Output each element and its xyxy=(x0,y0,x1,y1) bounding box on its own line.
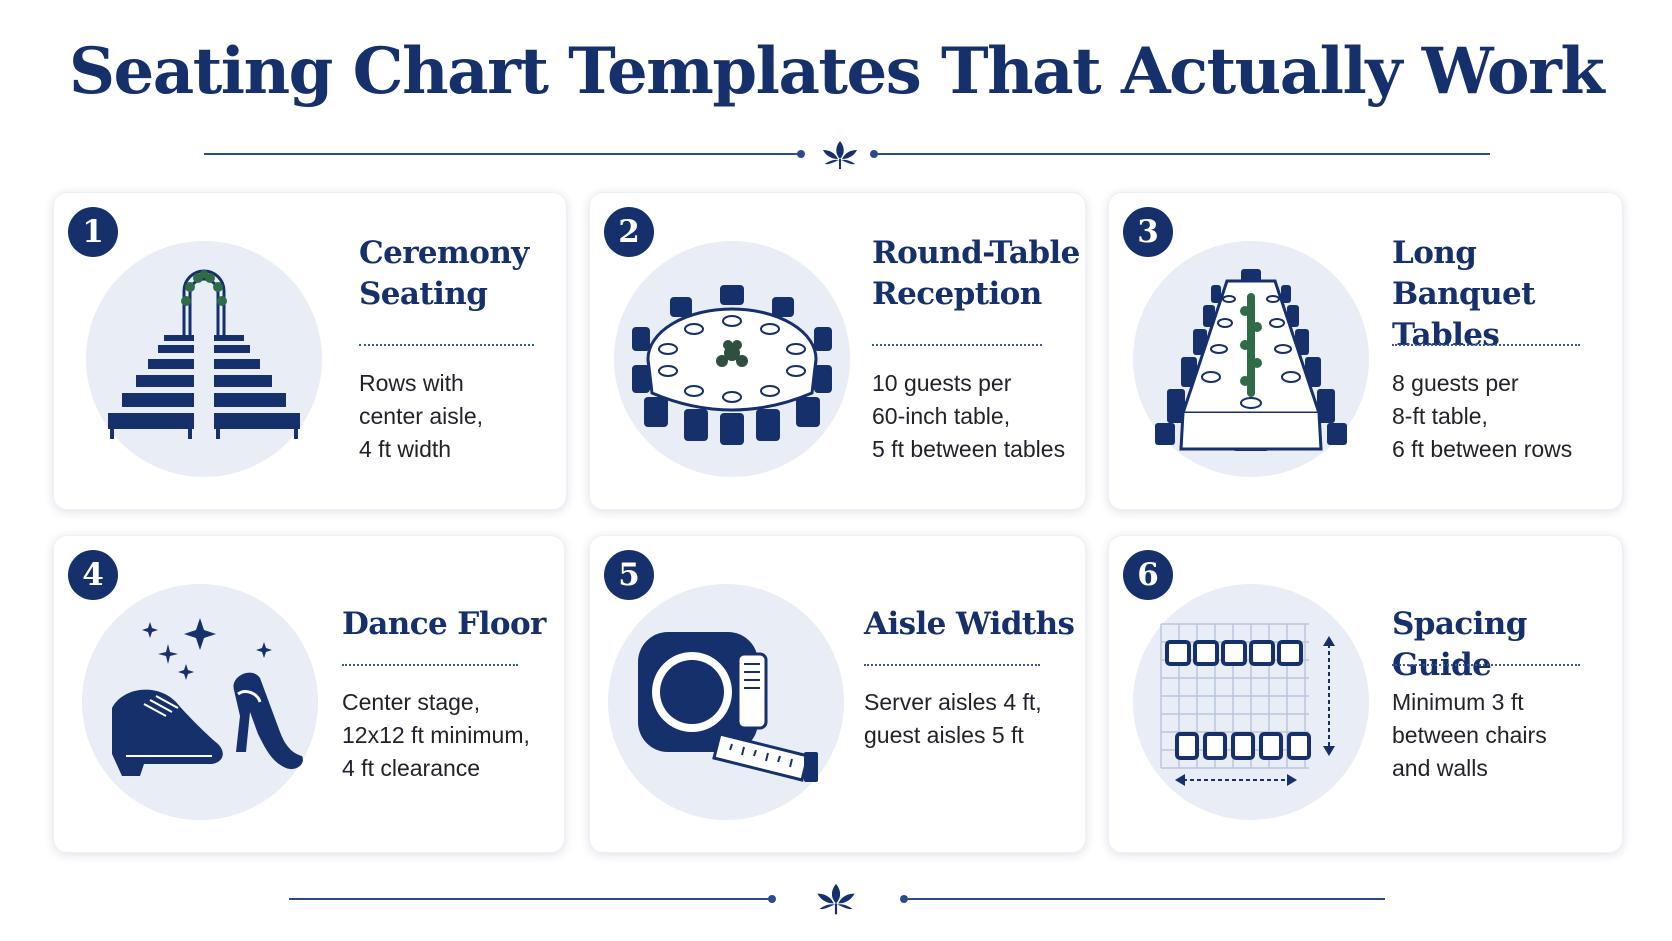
step-number-badge: 3 xyxy=(1123,207,1173,257)
illustration-circle xyxy=(1133,584,1369,820)
tape-measure-icon xyxy=(638,632,818,782)
step-number-badge: 6 xyxy=(1123,550,1173,600)
leaf-ornament-icon xyxy=(823,141,857,169)
illustration-circle xyxy=(82,584,318,820)
card-description: Server aisles 4 ft, guest aisles 5 ft xyxy=(864,689,1042,748)
step-number-badge: 5 xyxy=(604,550,654,600)
round-table-icon xyxy=(632,285,832,445)
card-description: Rows with center aisle, 4 ft width xyxy=(359,370,484,462)
card-description: 10 guests per 60-inch table, 5 ft betwee… xyxy=(872,370,1066,462)
page-title: Seating Chart Templates That Actually Wo… xyxy=(68,34,1605,109)
card-title: Aisle Widths xyxy=(864,606,1075,642)
banquet-table-icon xyxy=(1155,269,1347,451)
card-description: Center stage, 12x12 ft minimum, 4 ft cle… xyxy=(342,689,530,781)
card-title: Round-Table Reception xyxy=(872,235,1080,312)
card-dance-floor: 4 Dance Floor Center stage, 12x12 ft min… xyxy=(53,535,565,853)
dotted-separator xyxy=(864,664,1040,666)
step-number-badge: 4 xyxy=(68,550,118,600)
card-title: Spacing Guide xyxy=(1392,606,1527,683)
card-description: Minimum 3 ft between chairs and walls xyxy=(1392,689,1547,781)
illustration-circle xyxy=(614,241,850,477)
card-long-banquet-tables: 3 xyxy=(1108,192,1623,510)
ceremony-pews-arch-icon xyxy=(108,269,300,439)
card-ceremony-seating: 1 Ceremony Seating xyxy=(53,192,567,510)
illustration-circle xyxy=(608,584,844,820)
illustration-circle xyxy=(1133,241,1369,477)
step-number-badge: 1 xyxy=(68,207,118,257)
dotted-separator xyxy=(872,344,1042,346)
card-title: Dance Floor xyxy=(342,606,546,642)
illustration-circle xyxy=(86,241,322,477)
card-title: Long Banquet Tables xyxy=(1392,235,1535,353)
spacing-grid-icon xyxy=(1160,623,1335,786)
card-round-table-reception: 2 xyxy=(589,192,1086,510)
dotted-separator xyxy=(1392,344,1580,346)
top-divider xyxy=(0,137,1672,171)
step-number-badge: 2 xyxy=(604,207,654,257)
leaf-ornament-icon xyxy=(817,883,855,915)
dotted-separator xyxy=(1392,664,1580,666)
dotted-separator xyxy=(342,664,518,666)
dotted-separator xyxy=(359,344,534,346)
card-description: 8 guests per 8-ft table, 6 ft between ro… xyxy=(1392,370,1573,462)
card-spacing-guide: 6 xyxy=(1108,535,1623,853)
dance-shoes-icon xyxy=(112,618,303,776)
card-aisle-widths: 5 Aisle Widths Server aisles 4 ft, guest… xyxy=(589,535,1086,853)
bottom-divider xyxy=(0,882,1672,916)
card-title: Ceremony Seating xyxy=(359,235,529,312)
